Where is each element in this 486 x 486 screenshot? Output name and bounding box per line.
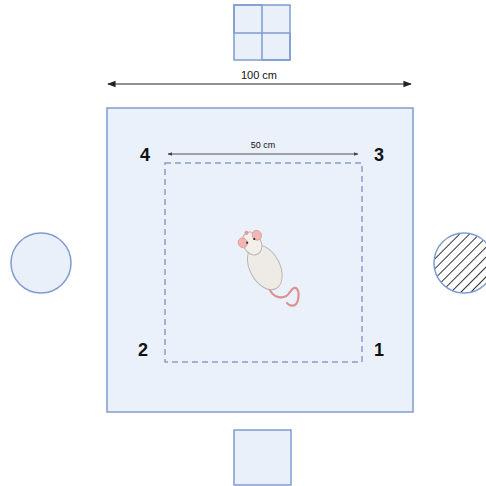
dimension-arrow — [168, 154, 358, 155]
dimension-label: 50 cm — [251, 140, 276, 150]
center-zone — [165, 163, 362, 362]
right-cue — [434, 233, 486, 293]
rat-illustration — [232, 224, 298, 306]
top-cue — [234, 5, 290, 60]
left-cue — [11, 233, 71, 293]
corner-number: 1 — [374, 340, 384, 361]
bottom-cue — [234, 430, 291, 485]
dimension-arrow — [108, 83, 411, 84]
corner-number: 3 — [374, 145, 384, 166]
corner-number: 4 — [140, 145, 150, 166]
arena — [107, 108, 413, 412]
corner-number: 2 — [138, 340, 148, 361]
dimension-label: 100 cm — [241, 69, 277, 81]
